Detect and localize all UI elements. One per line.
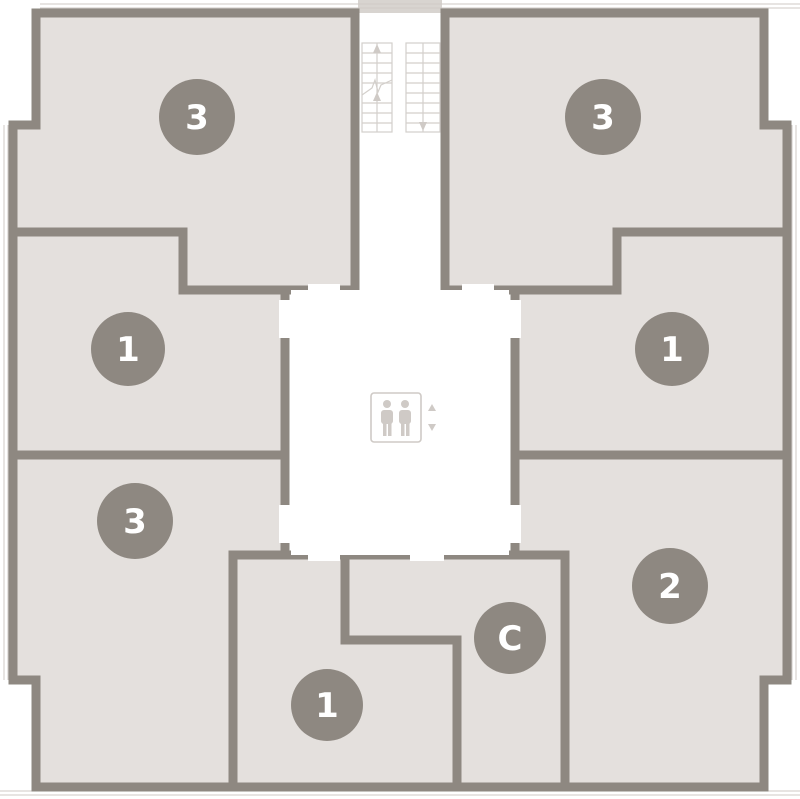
unit-badge-mid-left[interactable]: 1 xyxy=(91,312,165,386)
stairs-icon xyxy=(361,42,441,133)
unit-type-label: 2 xyxy=(658,567,682,607)
unit-type-label: C xyxy=(498,619,523,659)
unit-type-label: 1 xyxy=(315,686,339,726)
unit-type-label: 3 xyxy=(591,98,615,138)
unit-badge-bottom-left[interactable]: 3 xyxy=(97,483,173,559)
unit-badge-bottom-studio[interactable]: C xyxy=(474,602,546,674)
unit-type-label: 3 xyxy=(185,98,209,138)
unit-badge-bottom-center[interactable]: 1 xyxy=(291,669,363,741)
unit-badge-bottom-right[interactable]: 2 xyxy=(632,548,708,624)
unit-badge-top-left[interactable]: 3 xyxy=(159,79,235,155)
unit-badge-mid-right[interactable]: 1 xyxy=(635,312,709,386)
unit-type-label: 1 xyxy=(116,330,140,370)
stair-top-band xyxy=(358,0,442,13)
unit-badge-top-right[interactable]: 3 xyxy=(565,79,641,155)
unit-type-label: 3 xyxy=(123,502,147,542)
elevator-icon xyxy=(370,392,422,443)
up-down-arrows-icon xyxy=(428,404,436,431)
unit-type-label: 1 xyxy=(660,330,684,370)
